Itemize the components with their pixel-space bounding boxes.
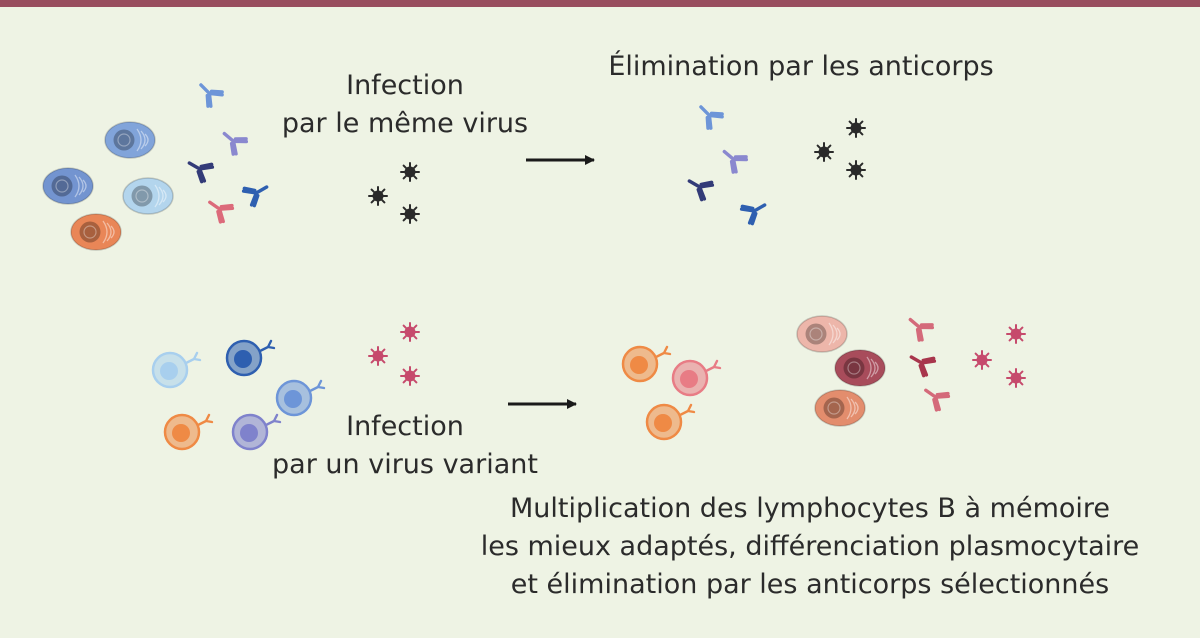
plasma-cell-terracotta [814, 389, 866, 427]
virus-variant-icon [972, 350, 992, 370]
label-line: Élimination par les anticorps [608, 51, 994, 82]
antibody-icon [182, 152, 216, 185]
virus-variant-icon [368, 346, 388, 366]
label-multiplication: Multiplication des lymphocytes B à mémoi… [440, 490, 1180, 604]
plasma-cell-rose [796, 315, 848, 353]
label-elimination: Élimination par les anticorps [596, 48, 1006, 86]
label-line: les mieux adaptés, différenciation plasm… [480, 531, 1140, 562]
virus-icon [846, 160, 866, 180]
antibody-icon [902, 310, 936, 344]
virus-icon [814, 142, 834, 162]
plasma-cell-blue-mid [104, 121, 156, 159]
b-lymphocyte-light-blue [151, 351, 202, 389]
label-line: Infection [346, 70, 464, 101]
label-infection-same-virus: Infection par le même virus [275, 67, 535, 143]
virus-variant-icon [1006, 324, 1026, 344]
antibody-icon [682, 170, 716, 203]
antibody-icon [240, 176, 274, 209]
b-lymphocyte-orange-selected [645, 403, 696, 441]
label-infection-variant-virus: Infection par un virus variant [270, 408, 540, 484]
plasma-cell-wine [834, 349, 886, 387]
b-lymphocyte-dark-blue [225, 339, 276, 377]
plasma-cell-blue-dark [42, 167, 94, 205]
b-lymphocyte-orange [163, 413, 214, 451]
top-border-bar [0, 0, 1200, 7]
label-line: Multiplication des lymphocytes B à mémoi… [509, 493, 1111, 524]
label-line: par le même virus [281, 108, 529, 139]
plasma-cell-orange [70, 213, 122, 251]
antibody-icon [692, 98, 726, 132]
virus-icon [400, 162, 420, 182]
virus-variant-icon [400, 322, 420, 342]
antibody-icon [202, 192, 236, 225]
b-lymphocyte-pink-selected [671, 359, 722, 397]
b-lymphocyte-orange-selected [621, 345, 672, 383]
label-line: et élimination par les anticorps sélecti… [510, 569, 1110, 600]
virus-variant-icon [400, 366, 420, 386]
virus-icon [846, 118, 866, 138]
plasma-cell-blue-light [122, 177, 174, 215]
antibody-icon [216, 124, 250, 158]
antibody-icon [192, 76, 226, 110]
virus-variant-icon [1006, 368, 1026, 388]
label-line: par un virus variant [272, 449, 538, 480]
antibody-icon [738, 194, 772, 227]
antibody-icon [904, 346, 938, 379]
virus-icon [400, 204, 420, 224]
label-line: Infection [346, 411, 464, 442]
antibody-icon [716, 142, 750, 176]
virus-icon [368, 186, 388, 206]
antibody-icon [918, 380, 952, 413]
